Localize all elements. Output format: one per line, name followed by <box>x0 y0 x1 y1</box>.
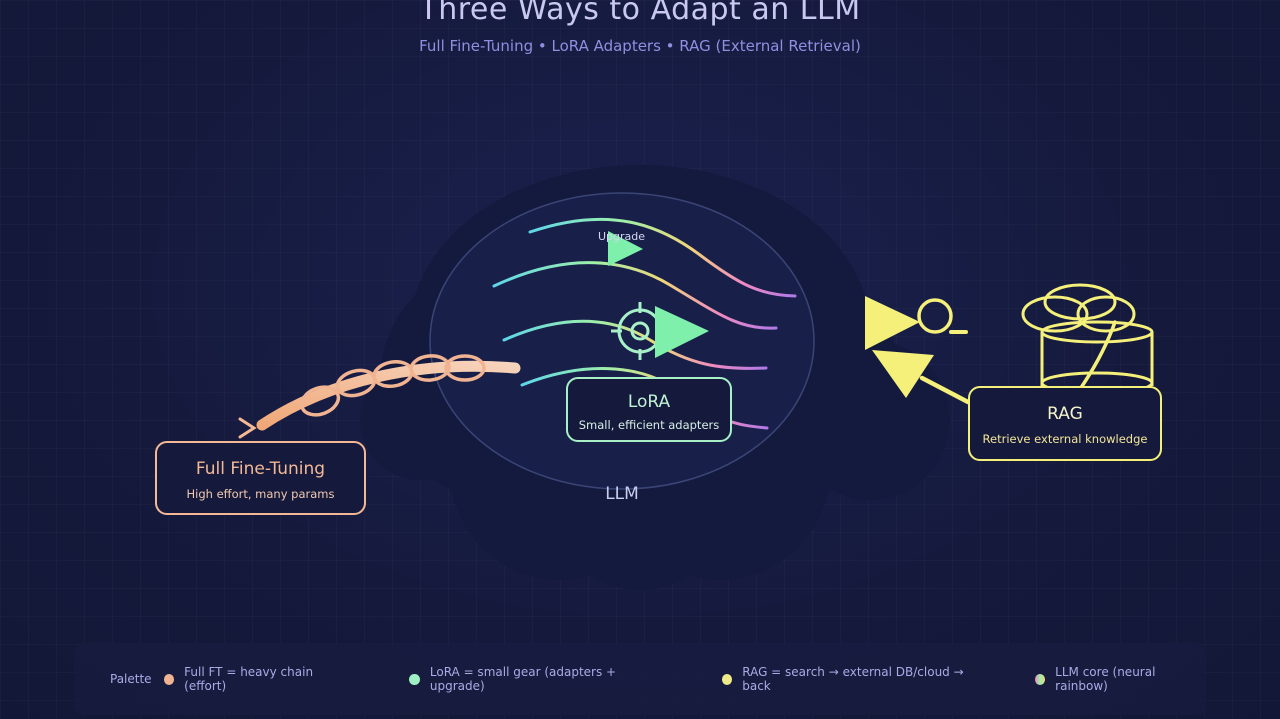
rag-subtitle: Retrieve external knowledge <box>982 432 1148 446</box>
chain-icon <box>238 354 521 439</box>
llm-label: LLM <box>605 484 639 504</box>
diagram-subtitle: Full Fine-Tuning • LoRA Adapters • RAG (… <box>419 37 861 55</box>
db-link-line <box>1076 320 1117 394</box>
lora-subtitle: Small, efficient adapters <box>578 418 720 432</box>
legend-swatch-llm-core <box>1034 673 1046 685</box>
legend-item-full-ft: Full FT = heavy chain (effort) <box>163 665 353 693</box>
legend-text-llm-core: LLM core (neural rainbow) <box>1055 665 1156 693</box>
full-ft-node: Full Fine-Tuning High effort, many param… <box>155 441 366 515</box>
lora-node: LoRA Small, efficient adapters <box>566 377 732 442</box>
lora-arrow-icon <box>655 306 709 358</box>
legend-swatch-full-ft <box>163 673 175 685</box>
full-ft-title: Full Fine-Tuning <box>195 459 326 479</box>
legend-text-lora: LoRA = small gear (adapters + upgrade) <box>429 665 617 693</box>
legend-label: Palette <box>110 672 152 686</box>
database-icon <box>1040 320 1154 395</box>
legend-item-rag: RAG = search → external DB/cloud → back <box>721 665 987 693</box>
upgrade-label: Upgrade <box>598 230 646 243</box>
legend-item-lora: LoRA = small gear (adapters + upgrade) <box>409 665 665 693</box>
rag-node: RAG Retrieve external knowledge <box>968 386 1162 461</box>
legend-text-rag: RAG = search → external DB/cloud → back <box>742 665 964 693</box>
legend-swatch-lora <box>409 673 420 685</box>
upgrade-arrow-icon <box>608 231 643 266</box>
search-icon <box>865 296 968 350</box>
lora-title: LoRA <box>627 392 671 412</box>
palette-legend: Palette Full FT = heavy chain (effort) L… <box>74 643 1206 715</box>
legend-swatch-rag <box>721 673 733 685</box>
diagram-title: Three Ways to Adapt an LLM <box>419 0 861 27</box>
rag-return-arrow-icon <box>872 350 971 405</box>
legend-text-full-ft: Full FT = heavy chain (effort) <box>184 665 314 693</box>
legend-item-llm-core: LLM core (neural rainbow) <box>1034 665 1206 693</box>
cloud-icon <box>1021 283 1136 333</box>
rag-title: RAG <box>1047 404 1083 424</box>
full-ft-subtitle: High effort, many params <box>186 487 335 501</box>
